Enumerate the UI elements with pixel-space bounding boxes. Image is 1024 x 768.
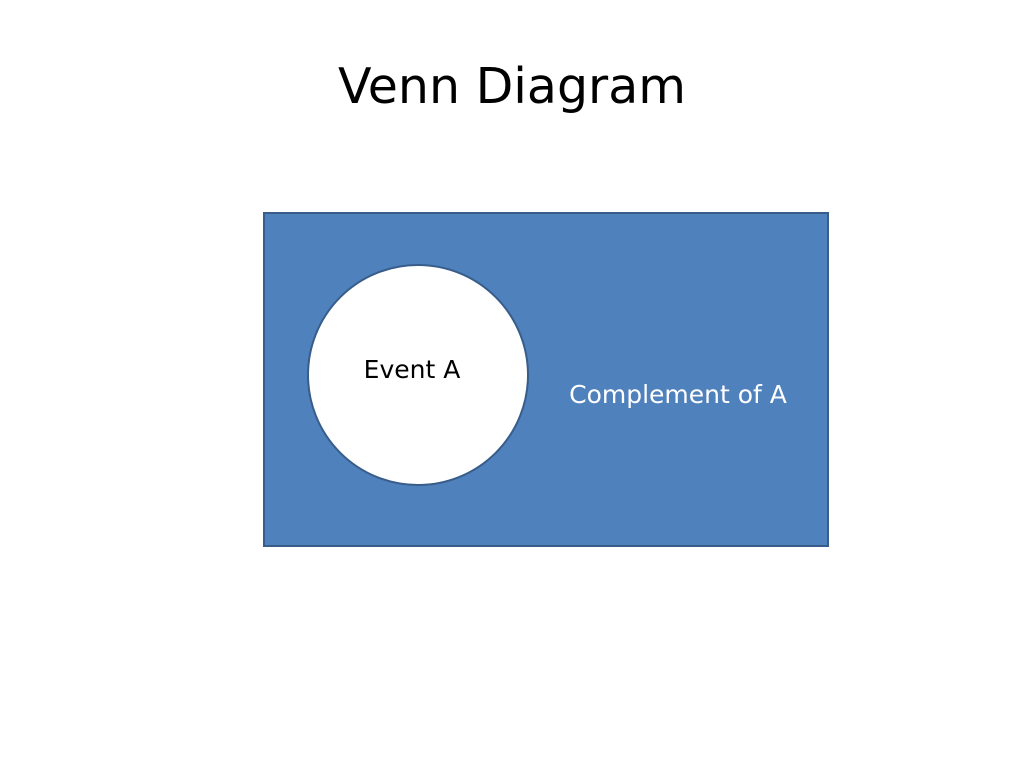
event-a-circle — [307, 264, 529, 486]
slide-title: Venn Diagram — [338, 58, 686, 115]
complement-label: Complement of A — [569, 380, 787, 409]
event-a-label: Event A — [364, 355, 461, 384]
